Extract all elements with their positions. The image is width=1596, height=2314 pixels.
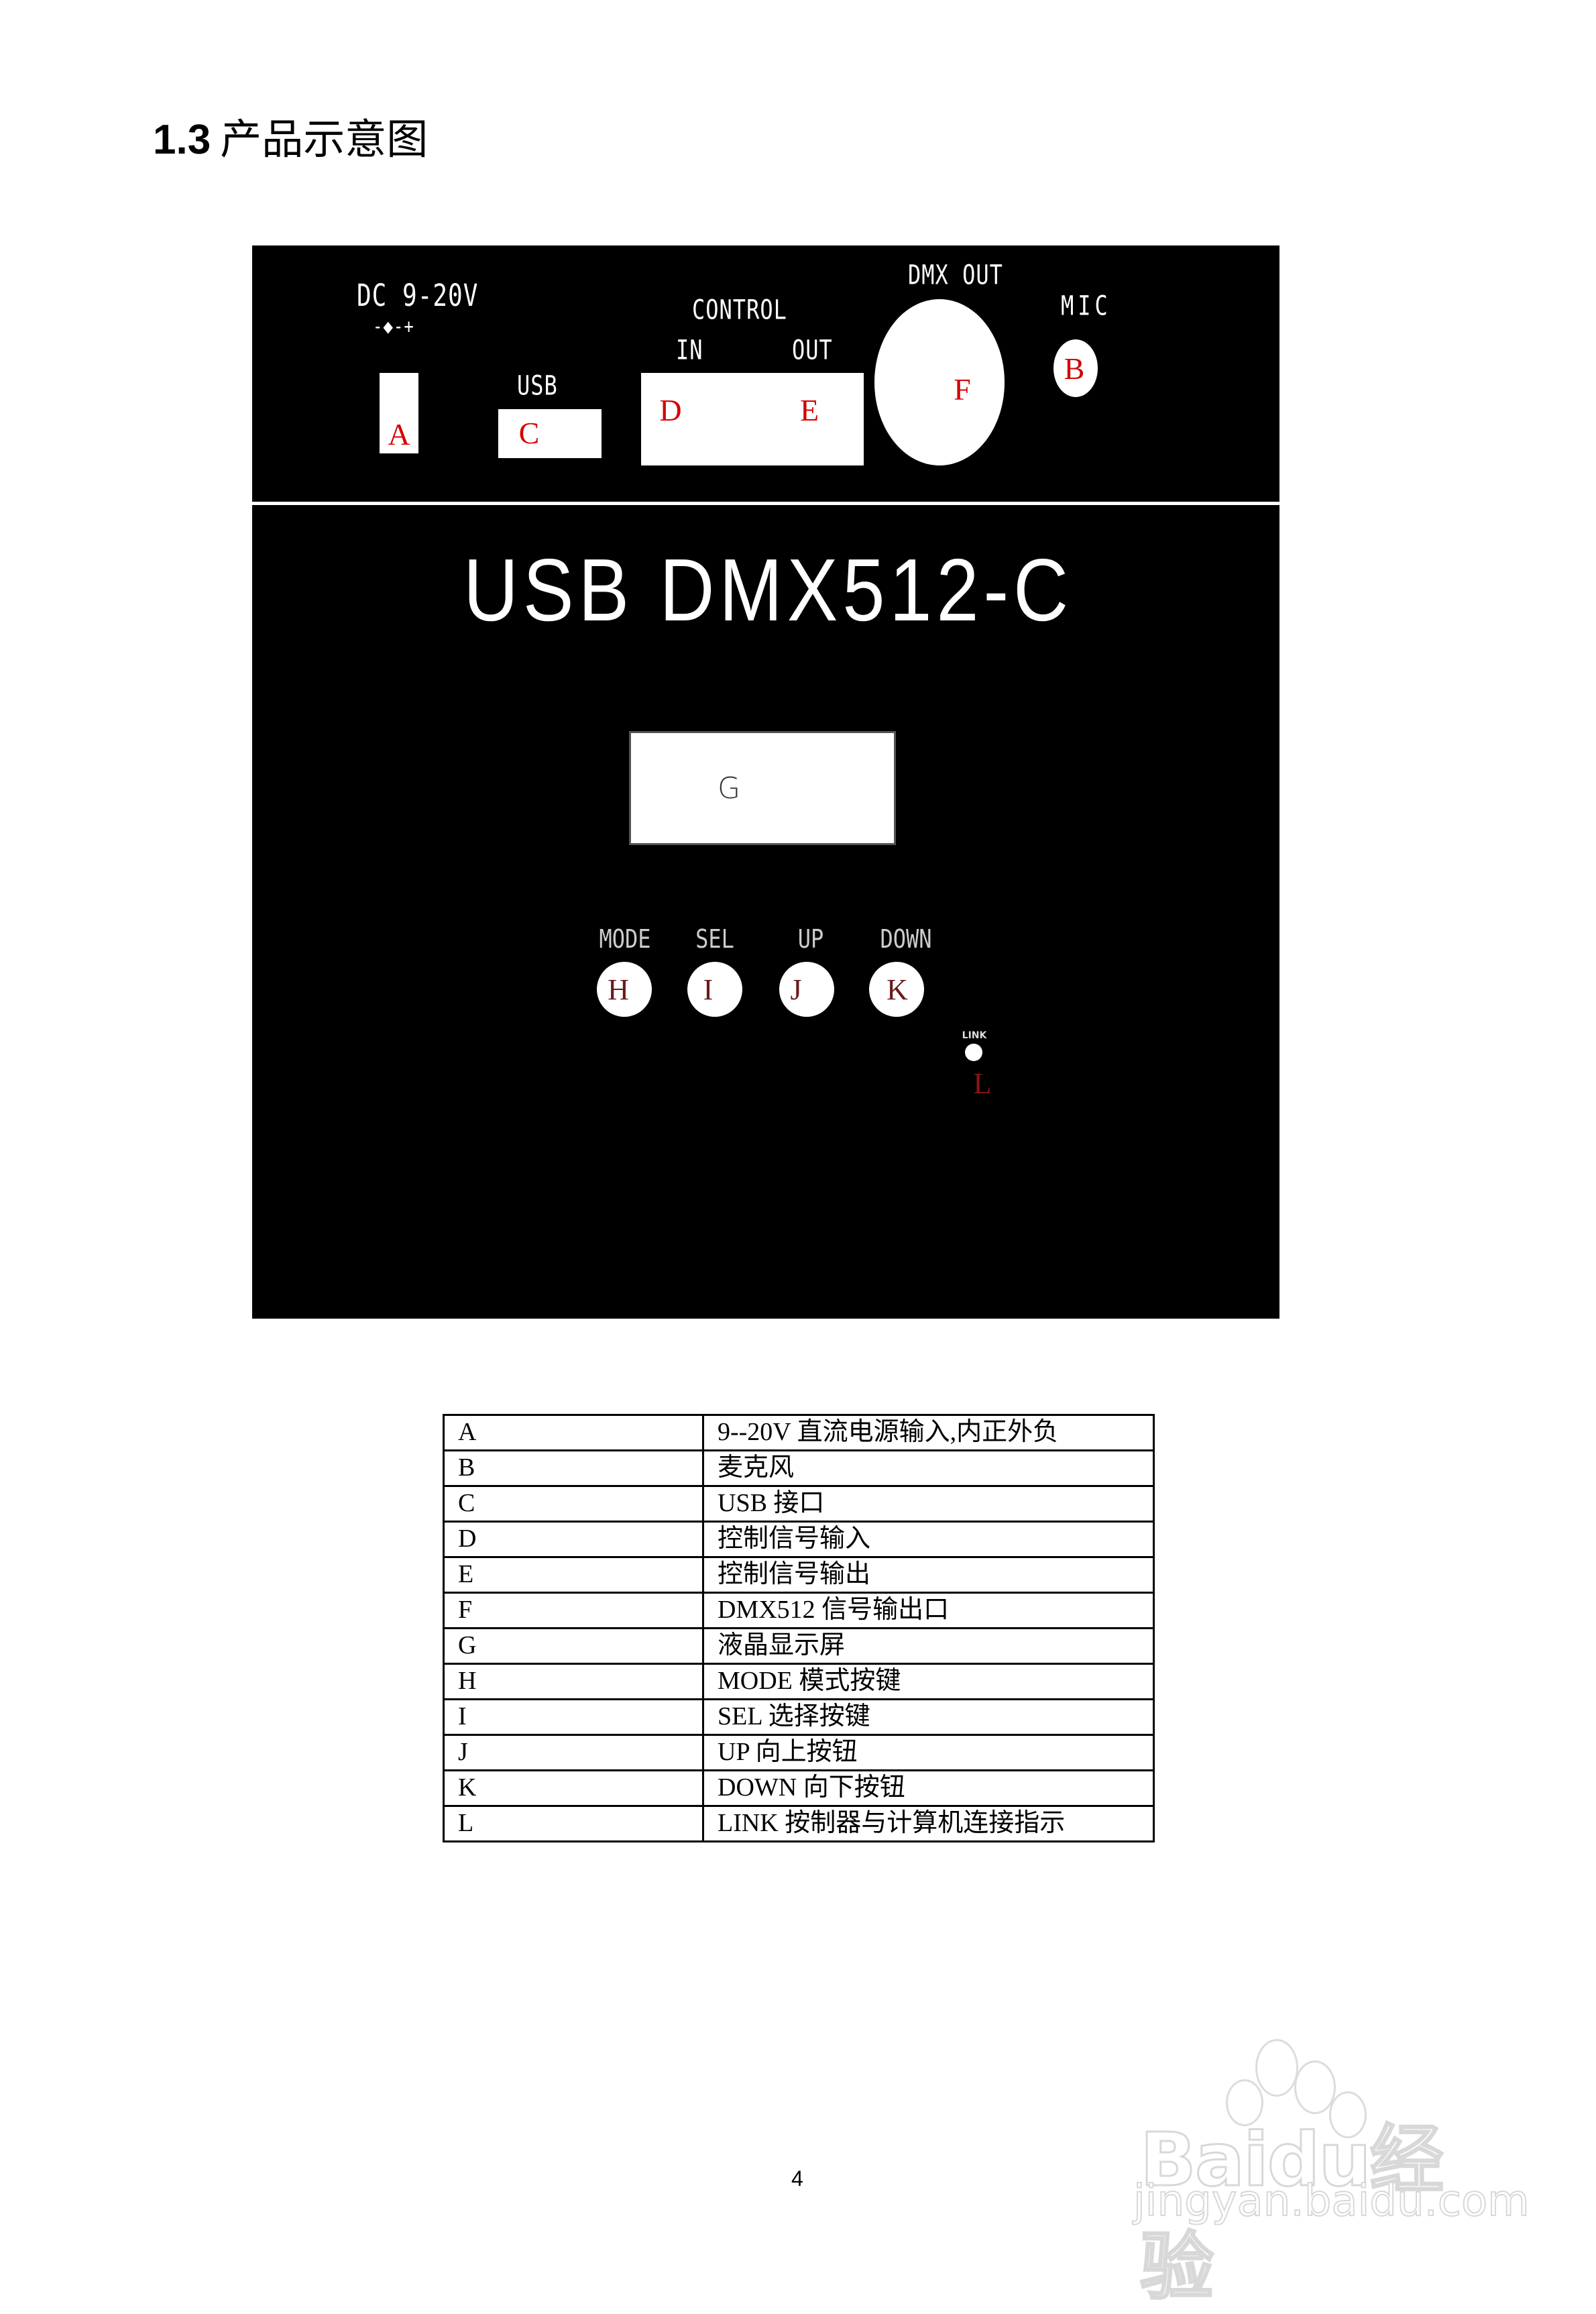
control-in-label: IN xyxy=(676,334,703,366)
sel-label: SEL xyxy=(695,924,734,954)
section-number: 1.3 xyxy=(153,117,211,163)
up-label: UP xyxy=(797,924,824,954)
mode-label: MODE xyxy=(599,924,651,954)
row-desc: UP 向上按钮 xyxy=(702,1734,1155,1771)
section-title: 产品示意图 xyxy=(220,115,429,164)
row-desc: USB 接口 xyxy=(702,1485,1155,1523)
control-out-label: OUT xyxy=(792,334,833,366)
mic-label: MIC xyxy=(1061,290,1112,322)
row-desc: 控制信号输入 xyxy=(702,1521,1155,1558)
marker-i: I xyxy=(703,973,714,1006)
power-jack xyxy=(380,373,418,453)
row-desc: SEL 选择按键 xyxy=(702,1698,1155,1736)
marker-a: A xyxy=(388,417,410,451)
down-label: DOWN xyxy=(880,924,932,954)
row-key: A xyxy=(443,1414,704,1451)
usb-port xyxy=(498,409,602,458)
baidu-watermark: Baidu经验 jingyan.baidu.com xyxy=(1127,2012,1530,2311)
dmx-out-connector xyxy=(874,299,1005,465)
row-key: E xyxy=(443,1556,704,1594)
watermark-url: jingyan.baidu.com xyxy=(1133,2176,1530,2227)
marker-l: L xyxy=(973,1067,992,1100)
marker-f: F xyxy=(954,372,971,406)
marker-d: D xyxy=(659,393,682,427)
power-label: DC 9-20V xyxy=(357,279,479,314)
row-desc: LINK 按制器与计算机连接指示 xyxy=(702,1805,1155,1842)
up-button[interactable] xyxy=(779,962,834,1017)
row-key: H xyxy=(443,1663,704,1700)
row-key: C xyxy=(443,1485,704,1523)
row-desc: 9--20V 直流电源输入,内正外负 xyxy=(702,1414,1155,1451)
row-key: F xyxy=(443,1592,704,1629)
marker-b: B xyxy=(1064,351,1085,386)
row-key: I xyxy=(443,1698,704,1736)
row-key: B xyxy=(443,1449,704,1487)
marker-c: C xyxy=(518,416,540,450)
row-desc: DOWN 向下按钮 xyxy=(702,1769,1155,1807)
device-diagram: DC 9-20V -◆-+ A USB C CONTROL IN OUT D E… xyxy=(252,245,1279,1319)
row-desc: 麦克风 xyxy=(702,1449,1155,1487)
panel-divider xyxy=(252,502,1279,505)
sel-button[interactable] xyxy=(687,962,742,1017)
row-desc: MODE 模式按键 xyxy=(702,1663,1155,1700)
marker-e: E xyxy=(799,393,819,427)
dmx-out-label: DMX OUT xyxy=(908,259,1003,291)
control-label: CONTROL xyxy=(692,294,787,326)
marker-k: K xyxy=(887,973,908,1006)
mode-button[interactable] xyxy=(597,962,652,1017)
row-desc: DMX512 信号输出口 xyxy=(702,1592,1155,1629)
paw-toe-icon xyxy=(1255,2039,1298,2097)
row-desc: 液晶显示屏 xyxy=(702,1627,1155,1665)
control-port xyxy=(641,373,864,465)
paw-toe-icon xyxy=(1329,2091,1367,2138)
marker-j: J xyxy=(790,973,802,1006)
polarity-symbol: -◆-+ xyxy=(373,315,414,338)
link-label: LINK xyxy=(962,1030,987,1041)
link-led xyxy=(965,1044,982,1061)
down-button[interactable] xyxy=(869,962,924,1017)
row-key: D xyxy=(443,1521,704,1558)
marker-g: G xyxy=(717,771,741,806)
row-key: G xyxy=(443,1627,704,1665)
model-name: USB DMX512-C xyxy=(463,541,1073,639)
page-number: 4 xyxy=(791,2166,803,2191)
row-desc: 控制信号输出 xyxy=(702,1556,1155,1594)
row-key: J xyxy=(443,1734,704,1771)
lcd-display xyxy=(629,731,896,845)
row-key: L xyxy=(443,1805,704,1842)
usb-label: USB xyxy=(517,370,558,402)
paw-toe-icon xyxy=(1294,2060,1336,2114)
paw-toe-icon xyxy=(1226,2079,1263,2126)
marker-h: H xyxy=(608,973,629,1006)
row-key: K xyxy=(443,1769,704,1807)
mic-jack xyxy=(1053,339,1098,397)
